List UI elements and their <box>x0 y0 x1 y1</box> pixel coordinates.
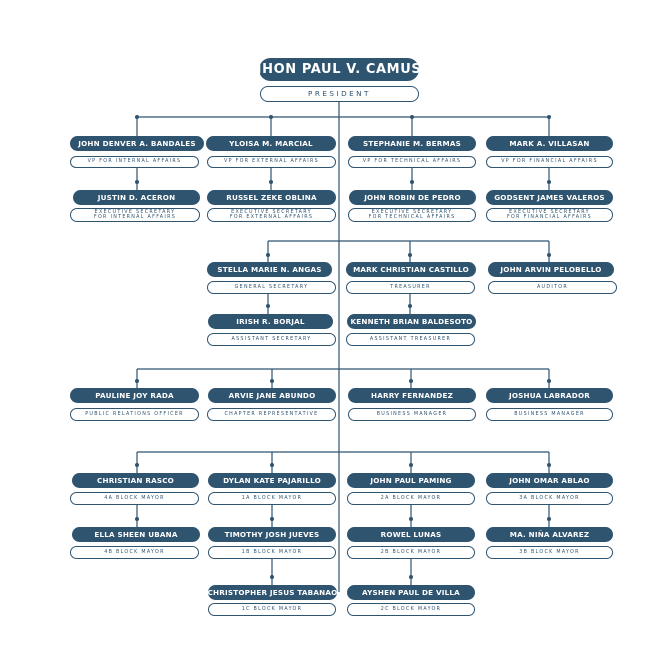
exec-sec-financial-name: GODSENT JAMES VALEROS <box>486 190 613 205</box>
general-secretary-role: GENERAL SECRETARY <box>207 281 336 294</box>
vp-external-name: YLOISA M. MARCIAL <box>206 136 336 151</box>
general-secretary-name: STELLA MARIE N. ANGAS <box>207 262 332 277</box>
treasurer-role: TREASURER <box>346 281 475 294</box>
treasurer-name: MARK CHRISTIAN CASTILLO <box>346 262 476 277</box>
business-manager-1-role: BUSINESS MANAGER <box>348 408 476 421</box>
vp-financial-role: VP FOR FINANCIAL AFFAIRS <box>486 156 613 168</box>
vp-technical-role: VP FOR TECHNICAL AFFAIRS <box>348 156 476 168</box>
assistant-treasurer-name: KENNETH BRIAN BALDESOTO <box>347 314 476 329</box>
block-mayor-3b-role: 3B BLOCK MAYOR <box>486 546 613 559</box>
block-mayor-2a-role: 2A BLOCK MAYOR <box>347 492 475 505</box>
block-mayor-2c-name: AYSHEN PAUL DE VILLA <box>347 585 475 600</box>
exec-sec-internal-name: JUSTIN D. ACERON <box>73 190 200 205</box>
block-mayor-3a-role: 3A BLOCK MAYOR <box>486 492 613 505</box>
exec-sec-technical-role: EXECUTIVE SECRETARY FOR TECHNICAL AFFAIR… <box>348 208 476 222</box>
block-mayor-3b-name: MA. NIÑA ALVAREZ <box>486 527 613 542</box>
assistant-secretary-name: IRISH R. BORJAL <box>208 314 333 329</box>
chapter-rep-role: CHAPTER REPRESENTATIVE <box>207 408 336 421</box>
business-manager-2-role: BUSINESS MANAGER <box>486 408 613 421</box>
exec-sec-technical-name: JOHN ROBIN DE PEDRO <box>349 190 476 205</box>
pro-name: PAULINE JOY RADA <box>70 388 199 403</box>
block-mayor-3a-name: JOHN OMAR ABLAO <box>486 473 613 488</box>
pro-role: PUBLIC RELATIONS OFFICER <box>70 408 199 421</box>
vp-internal-name: JOHN DENVER A. BANDALES <box>70 136 204 151</box>
block-mayor-2c-role: 2C BLOCK MAYOR <box>347 603 475 616</box>
block-mayor-1b-role: 1B BLOCK MAYOR <box>208 546 336 559</box>
business-manager-1-name: HARRY FERNANDEZ <box>348 388 476 403</box>
block-mayor-4b-role: 4B BLOCK MAYOR <box>70 546 199 559</box>
exec-sec-external-name: RUSSEL ZEKE OBLINA <box>207 190 336 205</box>
president-name: JHON PAUL V. CAMUS <box>257 58 421 81</box>
vp-external-role: VP FOR EXTERNAL AFFAIRS <box>207 156 336 168</box>
assistant-secretary-role: ASSISTANT SECRETARY <box>207 333 336 346</box>
exec-sec-financial-role: EXECUTIVE SECRETARY FOR FINANCIAL AFFAIR… <box>486 208 613 222</box>
vp-technical-name: STEPHANIE M. BERMAS <box>348 136 476 151</box>
chapter-rep-name: ARVIE JANE ABUNDO <box>208 388 336 403</box>
block-mayor-1a-role: 1A BLOCK MAYOR <box>208 492 336 505</box>
block-mayor-2a-name: JOHN PAUL PAMING <box>347 473 475 488</box>
auditor-role: AUDITOR <box>488 281 617 294</box>
exec-sec-internal-role: EXECUTIVE SECRETARY FOR INTERNAL AFFAIRS <box>70 208 200 222</box>
vp-financial-name: MARK A. VILLASAN <box>486 136 613 151</box>
business-manager-2-name: JOSHUA LABRADOR <box>486 388 613 403</box>
assistant-treasurer-role: ASSISTANT TREASURER <box>346 333 475 346</box>
block-mayor-4a-role: 4A BLOCK MAYOR <box>70 492 199 505</box>
block-mayor-2b-role: 2B BLOCK MAYOR <box>347 546 475 559</box>
exec-sec-external-role: EXECUTIVE SECRETARY FOR EXTERNAL AFFAIRS <box>207 208 336 222</box>
block-mayor-2b-name: ROWEL LUNAS <box>347 527 475 542</box>
auditor-name: JOHN ARVIN PELOBELLO <box>488 262 614 277</box>
block-mayor-1c-name: CHRISTOPHER JESUS TABANAO <box>208 585 337 600</box>
block-mayor-1c-role: 1C BLOCK MAYOR <box>208 603 336 616</box>
block-mayor-4b-name: ELLA SHEEN UBANA <box>72 527 200 542</box>
block-mayor-1b-name: TIMOTHY JOSH JUEVES <box>208 527 336 542</box>
block-mayor-1a-name: DYLAN KATE PAJARILLO <box>208 473 336 488</box>
president-role: PRESIDENT <box>260 86 419 102</box>
block-mayor-4a-name: CHRISTIAN RASCO <box>72 473 199 488</box>
vp-internal-role: VP FOR INTERNAL AFFAIRS <box>70 156 199 168</box>
